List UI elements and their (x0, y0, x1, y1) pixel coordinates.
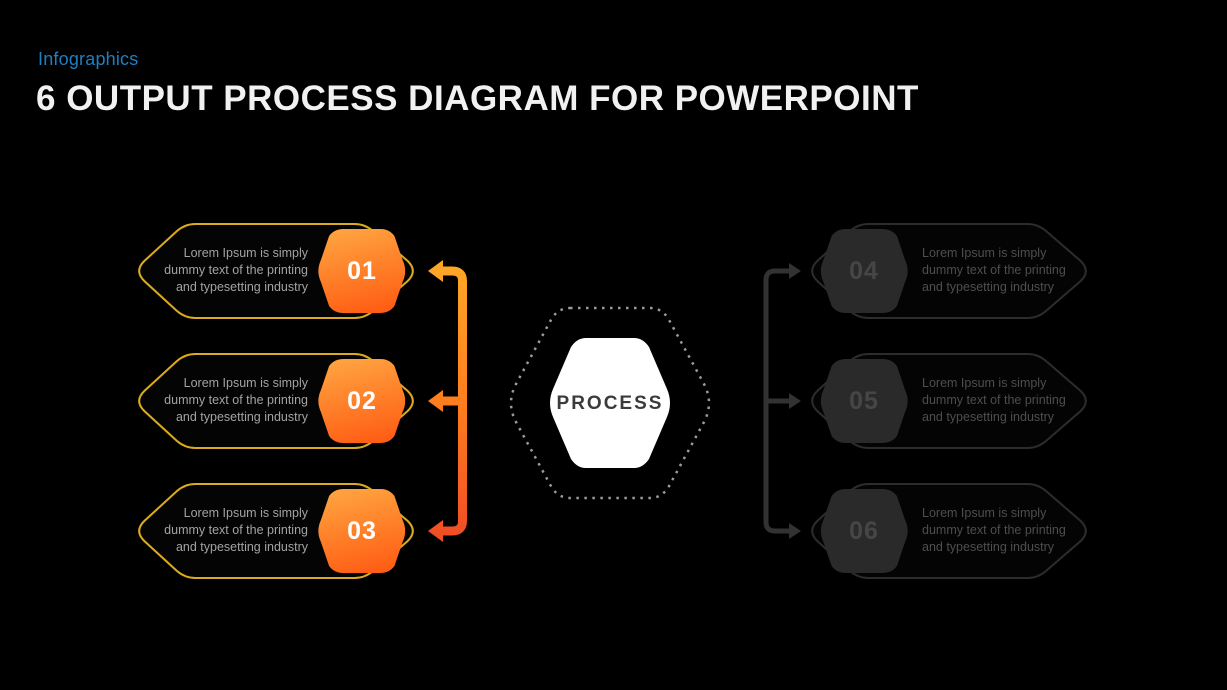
white-hexagon (550, 338, 670, 468)
number-badge-hexagon (318, 229, 406, 313)
process-label: PROCESS (556, 393, 664, 414)
item-04-shape (811, 223, 1087, 319)
left-connector-arrows (428, 260, 467, 542)
item-03-shape (138, 483, 414, 579)
item-01-shape (138, 223, 414, 319)
arrowhead-to-item-01 (428, 260, 443, 282)
right-bracket-line (763, 268, 790, 534)
arrowhead-to-item-06 (789, 523, 801, 539)
item-number: 01 (347, 257, 377, 285)
item-number: 03 (347, 517, 377, 545)
item-06-shape (811, 483, 1087, 579)
number-badge-hexagon (820, 229, 908, 313)
arrowhead-to-item-05 (789, 393, 801, 409)
item-05-shape (811, 353, 1087, 449)
item-number: 06 (849, 517, 879, 545)
item-number: 02 (347, 387, 377, 415)
arrowhead-to-item-02 (428, 390, 443, 412)
number-badge-hexagon (820, 489, 908, 573)
item-02-shape (138, 353, 414, 449)
item-number: 05 (849, 387, 879, 415)
arrowhead-to-item-03 (428, 520, 443, 542)
arrowhead-to-item-04 (789, 263, 801, 279)
number-badge-hexagon (820, 359, 908, 443)
page-title: 6 OUTPUT PROCESS DIAGRAM FOR POWERPOINT (36, 79, 919, 118)
process-hexagon[interactable] (500, 298, 720, 503)
number-badge-hexagon (318, 359, 406, 443)
dotted-hexagon-outline (509, 306, 711, 500)
left-bracket-line (442, 266, 467, 536)
item-number: 04 (849, 257, 879, 285)
number-badge-hexagon (318, 489, 406, 573)
right-connector-arrows (763, 263, 801, 539)
eyebrow-label: Infographics (38, 49, 139, 69)
